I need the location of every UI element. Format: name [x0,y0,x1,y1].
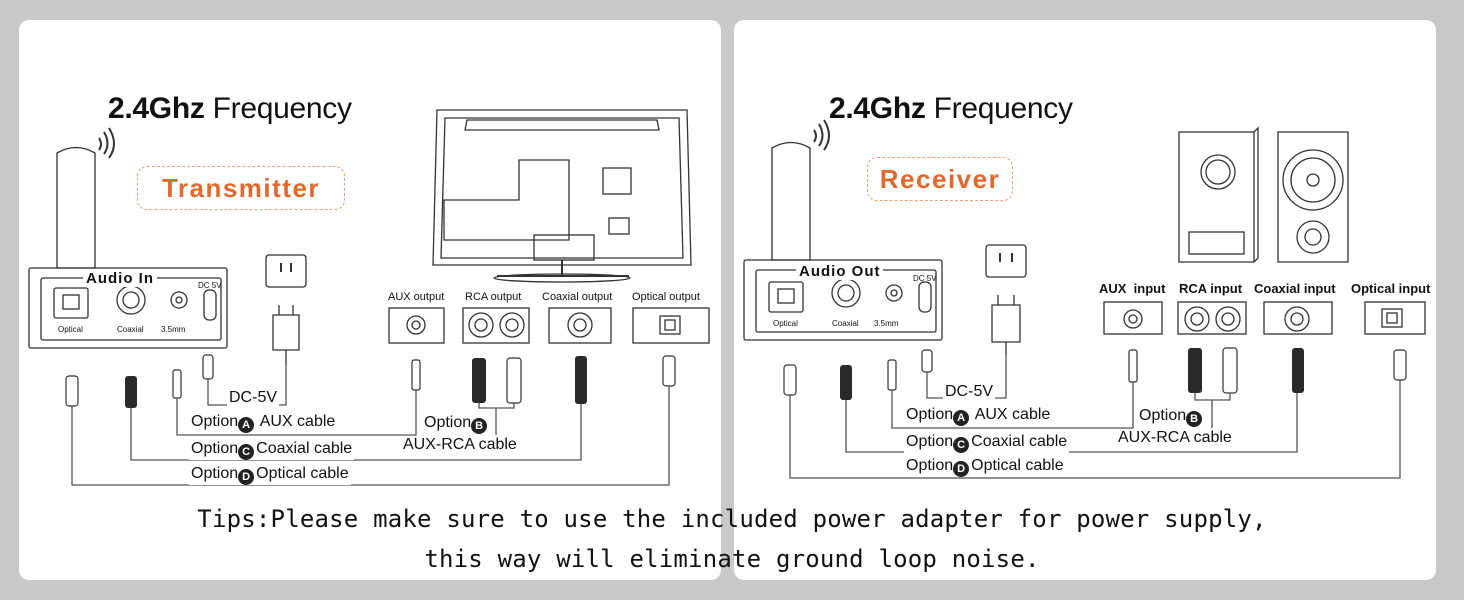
aux-rca-label: AUX-RCA cable [1116,429,1234,447]
device-title: Audio Out [796,263,884,280]
coaxial-output-socket [548,307,612,344]
frequency-title: 2.4Ghz Frequency [829,92,1073,125]
speaker-left-icon [1178,126,1259,263]
wifi-signal-icon [98,127,115,159]
coaxial-input-socket [1263,301,1333,335]
speaker-right-icon [1277,131,1349,263]
tv-icon [432,109,692,266]
optical-output-socket [632,307,710,344]
output-label-rca: RCA output [465,291,522,303]
input-label-optical: Optical input [1351,281,1431,296]
aux-input-socket [1103,301,1163,335]
aux-rca-label: AUX-RCA cable [401,436,519,454]
aux-output-socket [388,307,445,344]
power-adapter-icon [985,244,1027,278]
receiver-badge: Receiver [867,157,1013,201]
input-label-coaxial: Coaxial input [1254,281,1336,296]
tips-line-2: this way will eliminate ground loop nois… [424,545,1040,573]
transmitter-panel: 2.4Ghz Frequency Transmitter Audio In DC… [19,20,721,580]
rca-input-socket [1177,301,1247,335]
port-label-coaxial: Coaxial [117,325,144,334]
transmitter-diagram [28,109,710,486]
receiver-diagram [743,119,1426,479]
power-adapter-icon [265,254,307,288]
port-label-optical: Optical [773,319,798,328]
wifi-signal-icon [813,119,830,151]
receiver-panel: 2.4Ghz Frequency Receiver Audio Out DC 5… [734,20,1436,580]
dc-label: DC 5V [198,281,222,290]
antenna-icon [771,141,811,261]
port-label-optical: Optical [58,325,83,334]
device-title: Audio In [83,270,157,287]
tips-line-1: Tips:Please make sure to use the include… [197,505,1267,533]
output-label-optical: Optical output [632,291,700,303]
dc-cable-label: DC-5V [227,389,280,407]
frequency-title: 2.4Ghz Frequency [108,92,352,125]
port-label-35mm: 3.5mm [874,319,899,328]
receiver-box [743,259,943,341]
rca-output-socket [462,307,530,344]
transmitter-badge: Transmitter [137,166,345,210]
port-label-coaxial: Coaxial [832,319,859,328]
output-label-aux: AUX output [388,291,445,303]
optical-input-socket [1364,301,1426,335]
input-label-aux: AUX input [1099,281,1166,296]
output-label-coaxial: Coaxial output [542,291,613,303]
transmitter-box [28,267,228,349]
port-label-35mm: 3.5mm [161,325,186,334]
dc-cable-label: DC-5V [943,383,996,401]
dc-label: DC 5V [913,274,937,283]
input-label-rca: RCA input [1179,281,1243,296]
antenna-icon [56,146,96,269]
